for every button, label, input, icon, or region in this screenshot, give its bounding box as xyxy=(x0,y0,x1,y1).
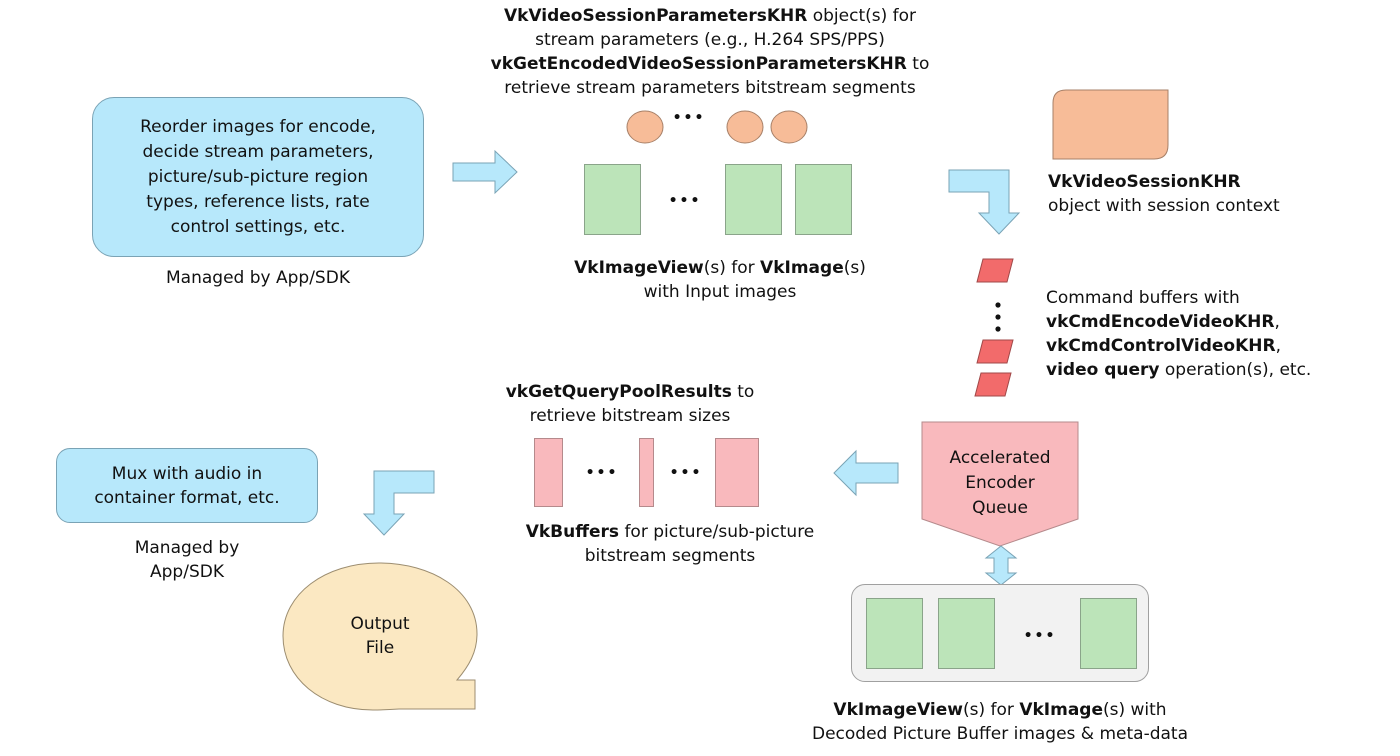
app-step-box: Reorder images for encode, decide stream… xyxy=(92,97,424,257)
output-file-shape xyxy=(282,562,478,711)
bitstream-buffer xyxy=(715,438,759,507)
command-buffers-label: Command buffers with vkCmdEncodeVideoKHR… xyxy=(1046,288,1312,380)
arrow-up-down-icon xyxy=(984,545,1018,586)
arrow-bend-left-down-icon xyxy=(362,470,435,536)
command-buffer xyxy=(974,372,1012,397)
arrow-right-icon xyxy=(452,149,518,195)
bitstream-buffers-caption: VkBuffers for picture/sub-picture bitstr… xyxy=(525,522,815,566)
dpb-ellipsis: ••• xyxy=(1023,628,1057,644)
arrow-left-icon xyxy=(833,449,899,497)
video-session-label: VkVideoSessionKHR object with session co… xyxy=(1048,172,1280,216)
dpb-image xyxy=(938,598,995,669)
input-image xyxy=(725,164,782,235)
mux-caption: Managed by App/SDK xyxy=(134,538,240,582)
input-image xyxy=(584,164,641,235)
encoder-queue-label: Accelerated Encoder Queue xyxy=(949,448,1051,518)
ellipsis-dot xyxy=(995,314,1001,320)
session-param-object xyxy=(626,110,664,144)
session-param-object xyxy=(726,110,764,144)
dpb-caption: VkImageView(s) for VkImage(s) with Decod… xyxy=(811,700,1188,744)
ellipsis-dot xyxy=(995,326,1001,332)
bitstream-buffers-ellipsis: ••• xyxy=(669,465,703,481)
session-params-objects xyxy=(626,110,808,144)
arrow-bend-down-icon xyxy=(948,169,1021,235)
session-params-text: VkVideoSessionParametersKHR object(s) fo… xyxy=(490,6,930,98)
app-step-text: Reorder images for encode, decide stream… xyxy=(140,116,376,237)
command-buffer xyxy=(976,339,1014,364)
command-buffers xyxy=(974,258,1014,397)
input-image xyxy=(795,164,852,235)
session-params-ellipsis: ••• xyxy=(672,110,706,126)
input-images-ellipsis: ••• xyxy=(668,193,702,209)
encoder-queue-shape xyxy=(921,421,1079,547)
input-images-caption: VkImageView(s) for VkImage(s) with Input… xyxy=(574,258,866,302)
video-session-object xyxy=(1052,89,1169,160)
dpb-image xyxy=(866,598,923,669)
app-step-caption: Managed by App/SDK xyxy=(166,268,350,288)
command-buffer xyxy=(976,258,1014,283)
bitstream-buffer xyxy=(639,438,654,507)
output-file-label: Output File xyxy=(350,614,410,658)
bitstream-buffer xyxy=(534,438,563,507)
session-param-object xyxy=(770,110,808,144)
mux-box: Mux with audio in container format, etc. xyxy=(56,448,318,523)
bitstream-buffers-top-label: vkGetQueryPoolResults to retrieve bitstr… xyxy=(505,382,755,426)
bitstream-buffers-ellipsis: ••• xyxy=(585,465,619,481)
ellipsis-dot xyxy=(995,302,1001,308)
dpb-image xyxy=(1080,598,1137,669)
